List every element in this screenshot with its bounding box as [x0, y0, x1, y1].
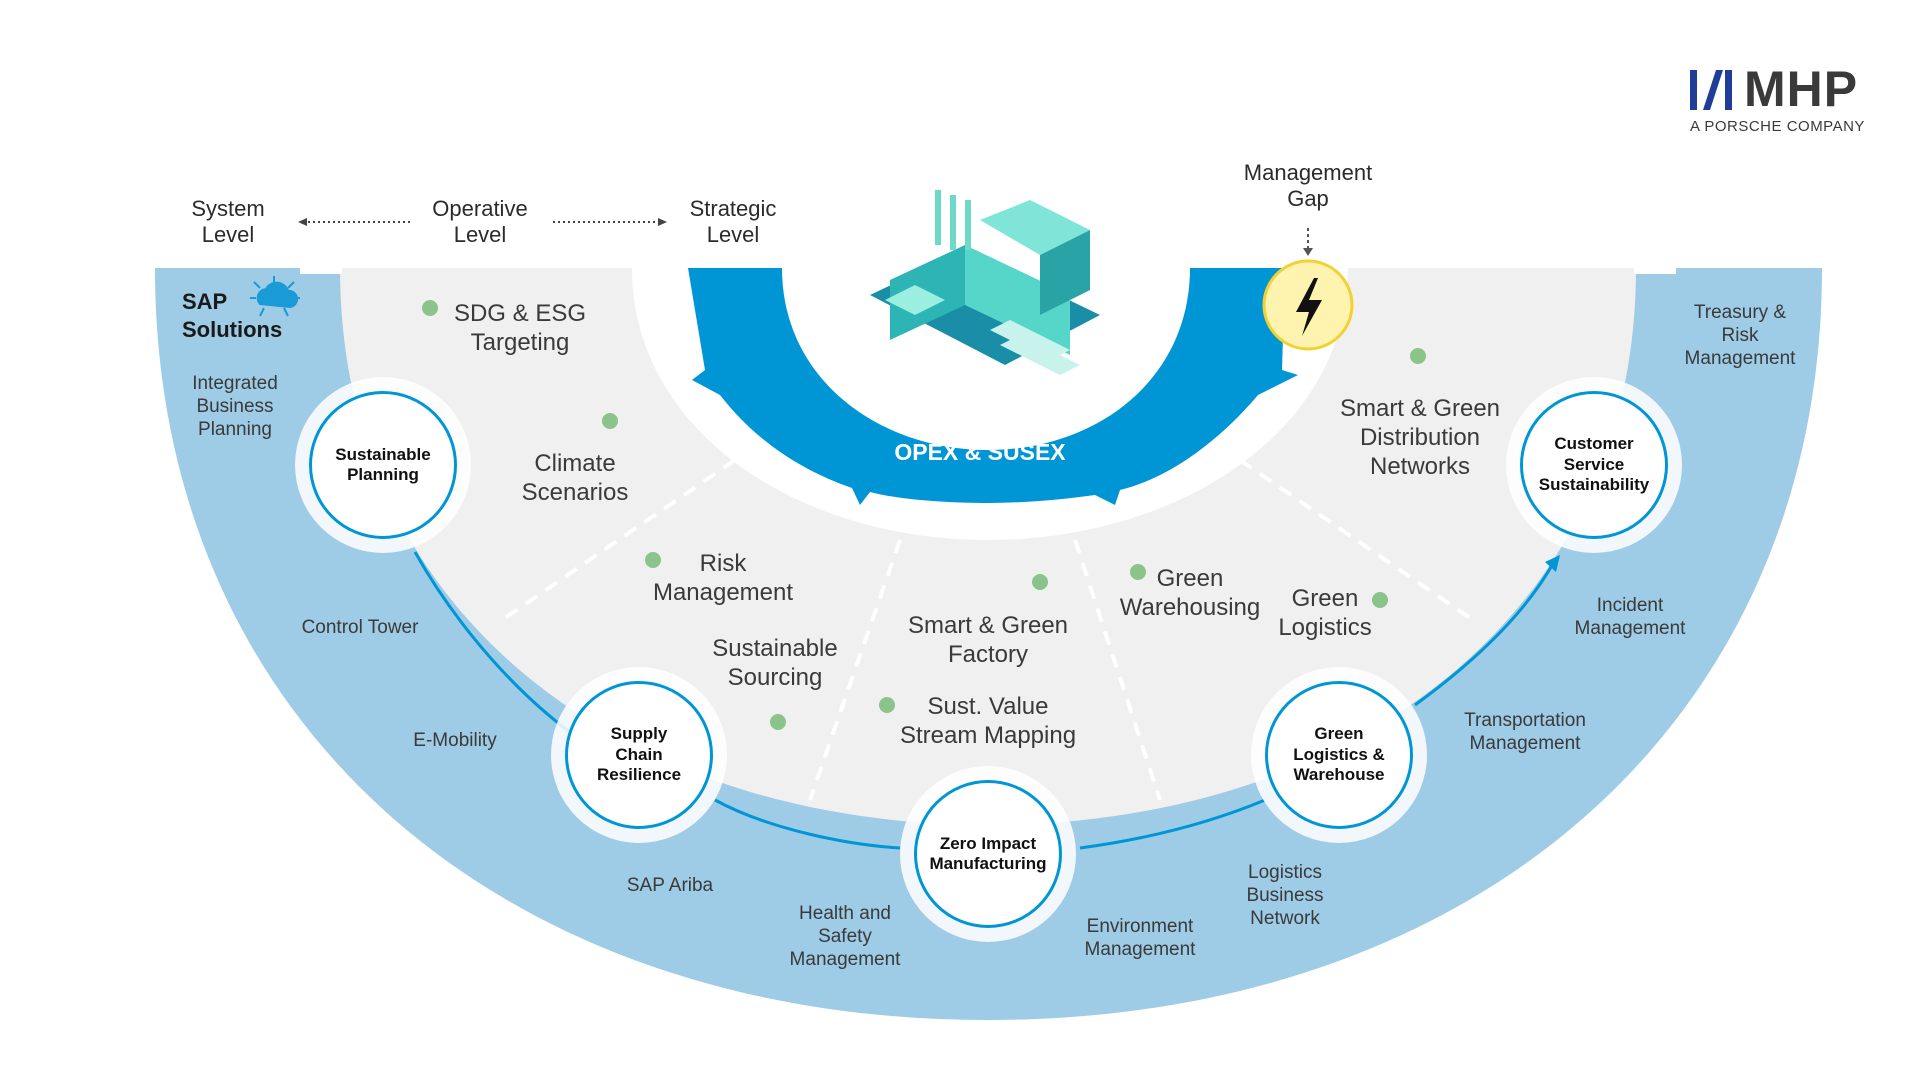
center-cutout	[632, 268, 1348, 540]
topic-smart-green-distribution: Smart & Green Distribution Networks	[1339, 395, 1501, 480]
integration-line2: OPEX & SUSEX	[894, 439, 1066, 465]
pillar-green-logistics-warehouse: Green Logistics & Warehouse	[1265, 681, 1413, 829]
topic-sdg-esg-targeting: SDG & ESG Targeting	[453, 300, 587, 356]
pillar-customer-service-sustainability: Customer Service Sustainability	[1520, 391, 1668, 539]
logo-name: MHP	[1744, 61, 1859, 117]
topic-dot	[1372, 592, 1388, 608]
top-white-gap-left	[300, 262, 342, 274]
topic-risk-management: Risk Management	[652, 550, 794, 606]
topic-dot	[1410, 348, 1426, 364]
pillar-supply-chain-resilience: Supply Chain Resilience	[565, 681, 713, 829]
sap-cloud-icon	[250, 276, 300, 317]
topic-dot	[645, 552, 661, 568]
level-strategic: Strategic Level	[689, 196, 777, 248]
pillar-connection-line	[413, 551, 1557, 850]
arrow-head	[1545, 555, 1560, 572]
pillar-zero-impact-manufacturing: Zero Impact Manufacturing	[914, 780, 1062, 928]
topic-dot	[1130, 564, 1146, 580]
integration-line1: Integration	[925, 408, 1035, 434]
sap-health-safety: Health and Safety Management	[789, 903, 901, 970]
sap-e-mobility: E-Mobility	[413, 730, 497, 751]
topic-dot	[1032, 574, 1048, 590]
mhp-logo: MHP A PORSCHE COMPANY	[1690, 64, 1880, 135]
sap-solutions-title: SAP Solutions	[182, 289, 283, 342]
gap-arrow-head	[1303, 248, 1313, 256]
level-operative: Operative Level	[432, 196, 528, 248]
topic-dot	[422, 300, 438, 316]
sap-transportation-management: Transportation Management	[1464, 710, 1586, 754]
topic-green-warehousing: Green Warehousing	[1119, 565, 1261, 621]
level-system: System Level	[191, 196, 265, 248]
sap-logistics-business-network: Logistics Business Network	[1246, 862, 1324, 929]
sap-integrated-business-planning: Integrated Business Planning	[192, 373, 278, 440]
topic-dot	[879, 697, 895, 713]
mhp-logo-mark	[1690, 70, 1732, 110]
management-gap-label: Management Gap	[1243, 160, 1373, 212]
logo-tagline: A PORSCHE COMPANY	[1690, 118, 1865, 135]
arrow-to-system-head	[298, 218, 307, 226]
topic-dot	[770, 714, 786, 730]
topic-dots	[422, 300, 1426, 730]
topic-dot	[602, 413, 618, 429]
sap-environment-management: Environment Management	[1084, 916, 1196, 960]
topic-sustainable-sourcing: Sustainable Sourcing	[712, 635, 838, 691]
topic-smart-green-factory: Smart & Green Factory	[907, 612, 1069, 668]
dividers	[503, 458, 1472, 801]
top-white-gap-right	[1634, 262, 1676, 274]
lightning-icon	[1296, 278, 1322, 336]
integration-label: Integration OPEX & SUSEX	[880, 408, 1080, 466]
pillar-sustainable-planning: Sustainable Planning	[309, 391, 457, 539]
sap-control-tower: Control Tower	[301, 617, 419, 638]
integration-arc	[688, 268, 1298, 505]
factory-icon	[870, 190, 1100, 375]
sap-ariba: SAP Ariba	[626, 875, 714, 896]
topic-climate-scenarios: Climate Scenarios	[521, 450, 629, 506]
sap-treasury-risk-management: Treasury & Risk Management	[1684, 302, 1796, 369]
topic-green-logistics: Green Logistics	[1278, 585, 1372, 641]
sap-incident-management: Incident Management	[1574, 595, 1686, 639]
arrow-to-strategic-head	[658, 218, 667, 226]
topic-sust-value-stream-mapping: Sust. Value Stream Mapping	[899, 693, 1077, 749]
